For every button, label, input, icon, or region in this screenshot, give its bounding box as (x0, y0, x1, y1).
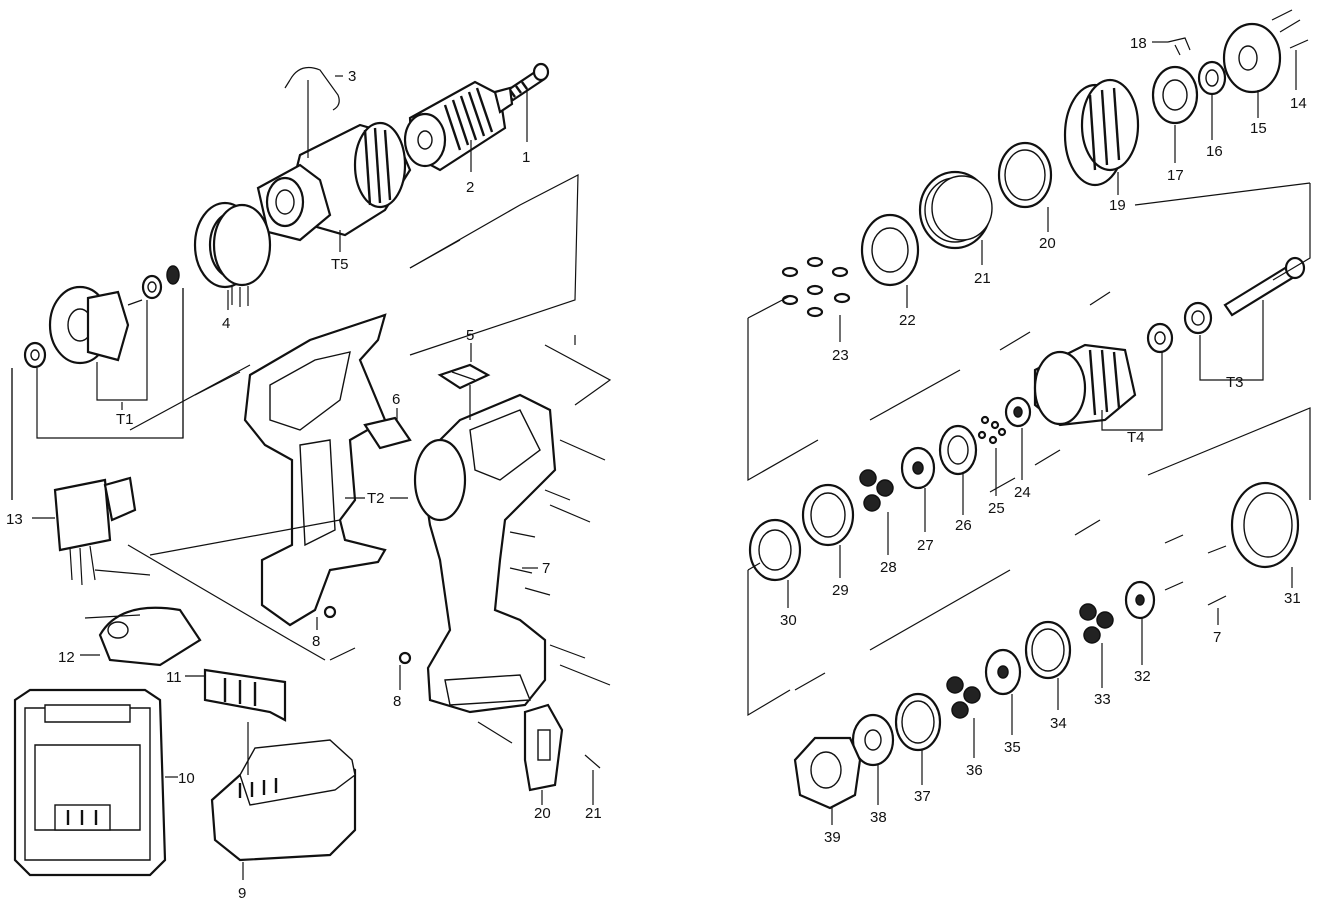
callout-36: 36 (966, 762, 983, 779)
part-wire-clip (1167, 37, 1191, 56)
callout-4: 4 (222, 315, 230, 332)
callout-14: 14 (1290, 95, 1307, 112)
callout-6: 6 (392, 391, 400, 408)
callout-15: 15 (1250, 120, 1267, 137)
part-planet-gears-2 (1079, 603, 1114, 644)
callout-11: 11 (166, 669, 182, 686)
callout-30: 30 (780, 612, 797, 629)
callout-16: 16 (1206, 143, 1223, 160)
part-battery-charger (13, 688, 167, 877)
callout-38: 38 (870, 809, 887, 826)
part-thrust-washer (748, 518, 802, 582)
part-motor-mount-plate (793, 736, 862, 810)
callout-17: 17 (1167, 167, 1184, 184)
part-small-balls (977, 415, 1007, 445)
part-gearbox-housing-rear (1230, 481, 1300, 569)
callout-21-right: 21 (974, 270, 991, 287)
callout-27: 27 (917, 537, 934, 554)
callout-22: 22 (899, 312, 916, 329)
part-battery-pack (210, 739, 357, 862)
part-ring-gear-3 (894, 692, 942, 752)
part-clutch-ring (1063, 78, 1140, 187)
callout-26: 26 (955, 517, 972, 534)
part-battery-terminal (203, 668, 287, 722)
callout-29: 29 (832, 582, 849, 599)
part-assembled-drill (413, 393, 557, 714)
part-rear-cover-plate (1222, 22, 1282, 94)
part-clutch-plate (860, 213, 920, 287)
part-gearbox-screws (1164, 534, 1227, 606)
part-spindle (1183, 256, 1306, 335)
part-planet-gears-3 (946, 676, 981, 719)
part-planet-gears (859, 469, 894, 512)
part-ring-gear-2 (1024, 620, 1072, 680)
part-motor (23, 265, 180, 369)
callout-25: 25 (988, 500, 1005, 517)
part-led-module (84, 606, 202, 667)
part-housing-cap (437, 363, 491, 390)
leader-lines (11, 41, 1311, 880)
callout-21-left: 21 (585, 805, 602, 822)
part-washer-2 (851, 713, 895, 767)
part-bearing (1151, 65, 1199, 125)
part-housing-screws (477, 439, 611, 744)
callout-20-right: 20 (1039, 235, 1056, 252)
callout-33: 33 (1094, 691, 1111, 708)
callout-t5: T5 (331, 256, 349, 273)
callout-t4: T4 (1127, 429, 1145, 446)
callout-1: 1 (522, 149, 530, 166)
callout-labels: 1 2 3 4 5 6 7 7 8 8 9 10 11 12 13 14 15 … (6, 35, 1307, 902)
callout-18: 18 (1130, 35, 1147, 52)
callout-8-left: 8 (312, 633, 320, 650)
part-housing-left-half (243, 313, 387, 627)
part-gear-carrier-ring (938, 424, 978, 476)
callout-32: 32 (1134, 668, 1151, 685)
part-steel-pins (781, 256, 851, 318)
callout-13: 13 (6, 511, 23, 528)
callout-34: 34 (1050, 715, 1067, 732)
callout-37: 37 (914, 788, 931, 805)
callout-t1: T1 (116, 411, 134, 428)
part-trigger-switch (53, 476, 151, 586)
part-keyless-chuck (403, 80, 514, 172)
part-washer (1197, 60, 1227, 96)
part-ring-gear (801, 483, 855, 547)
callout-2: 2 (466, 179, 474, 196)
callout-3: 3 (348, 68, 356, 85)
callout-10: 10 (178, 770, 195, 787)
callout-7-right: 7 (1213, 629, 1221, 646)
part-spring-clip (284, 67, 340, 111)
callout-24: 24 (1014, 484, 1031, 501)
part-clutch-spring (918, 170, 993, 250)
part-hex-nut (323, 605, 412, 665)
part-belt-clip (523, 703, 601, 792)
callout-8-right: 8 (393, 693, 401, 710)
callout-39: 39 (824, 829, 841, 846)
part-planet-carrier-2 (984, 648, 1022, 696)
callout-28: 28 (880, 559, 897, 576)
part-sun-gear-carrier (1124, 580, 1156, 620)
part-gear-housing (1033, 322, 1174, 427)
callout-9: 9 (238, 885, 246, 902)
callout-31: 31 (1284, 590, 1301, 607)
callout-23: 23 (832, 347, 849, 364)
callout-t3: T3 (1226, 374, 1244, 391)
callout-35: 35 (1004, 739, 1021, 756)
callout-20-left: 20 (534, 805, 551, 822)
callout-5: 5 (466, 327, 474, 344)
part-ring-gear-small (1004, 396, 1032, 428)
part-threaded-ring (997, 141, 1053, 209)
callout-7-left: 7 (542, 560, 550, 577)
part-rear-cover-screws (1271, 9, 1309, 49)
part-speed-selector-ring (193, 201, 272, 307)
callout-19: 19 (1109, 197, 1126, 214)
part-planet-carrier (900, 446, 936, 490)
part-gearbox-front (256, 121, 412, 242)
part-switch-plate (363, 416, 412, 450)
callout-t2: T2 (367, 490, 385, 507)
callout-12: 12 (58, 649, 75, 666)
